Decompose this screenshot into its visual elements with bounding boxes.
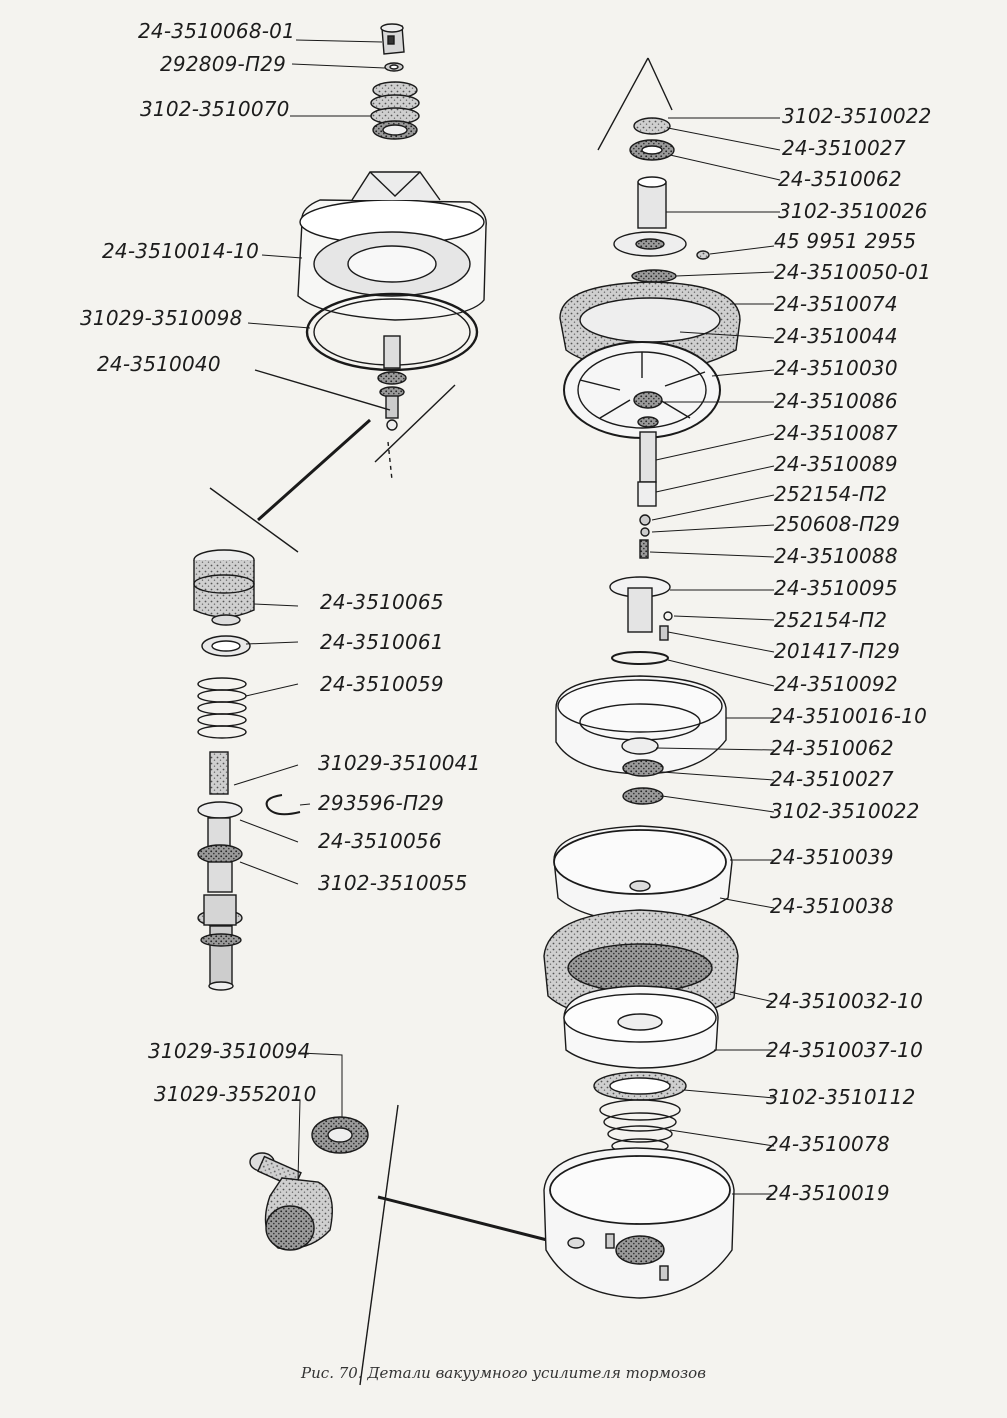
part-label: 24-3510016-10 xyxy=(770,704,928,728)
part-label: 24-3510050-01 xyxy=(774,260,932,284)
part-label: 24-3510039 xyxy=(770,845,894,869)
pointer-line-bottom xyxy=(377,1195,556,1244)
part-label: 252154-П2 xyxy=(774,608,888,632)
assembly-axis-line xyxy=(209,487,299,553)
cover-flange xyxy=(553,825,733,923)
part-label: 3102-3510022 xyxy=(782,104,932,128)
part-label: 24-3510059 xyxy=(320,672,444,696)
part-label: 24-3510056 xyxy=(318,829,442,853)
part-label: 24-3510030 xyxy=(774,356,898,380)
part-label: 3102-3510055 xyxy=(318,871,468,895)
boot-bellows xyxy=(370,81,420,140)
valve-stem xyxy=(377,335,407,431)
figure-caption: Рис. 70. Детали вакуумного усилителя тор… xyxy=(301,1364,706,1382)
part-label: 252154-П2 xyxy=(774,482,888,506)
piston-lower xyxy=(563,985,719,1069)
part-label: 24-3510095 xyxy=(774,576,898,600)
part-label: 3102-3510026 xyxy=(778,199,928,223)
part-label: 3102-3510022 xyxy=(770,799,920,823)
booster-housing xyxy=(543,1147,735,1299)
part-label: 31029-3510098 xyxy=(80,306,243,330)
part-label: 24-3510019 xyxy=(766,1181,890,1205)
seal-lower xyxy=(593,1071,687,1101)
washer-small xyxy=(384,62,404,72)
part-label: 24-3510032-10 xyxy=(766,989,924,1013)
part-label: 31029-3552010 xyxy=(154,1082,317,1106)
return-spring xyxy=(599,1099,681,1154)
part-label: 24-3510078 xyxy=(766,1132,890,1156)
shaft-top xyxy=(613,176,687,257)
part-label: 24-3510044 xyxy=(774,324,898,348)
valve-body xyxy=(193,549,255,618)
part-label: 3102-3510112 xyxy=(766,1085,916,1109)
piston-plate xyxy=(563,341,721,439)
vacuum-fitting xyxy=(249,1152,333,1251)
part-label: 250608-П29 xyxy=(774,512,901,536)
part-label: 24-3510092 xyxy=(774,672,898,696)
gear-lower xyxy=(622,759,664,805)
part-label: 24-3510038 xyxy=(770,894,894,918)
part-label: 24-3510087 xyxy=(774,421,898,445)
cup-washer xyxy=(201,614,251,657)
part-label: 31029-3510041 xyxy=(318,751,481,775)
part-label: 292809-П29 xyxy=(160,52,287,76)
part-label: 24-3510088 xyxy=(774,544,898,568)
part-label: 24-3510074 xyxy=(774,292,898,316)
part-label: 31029-3510094 xyxy=(148,1039,311,1063)
part-label: 201417-П29 xyxy=(774,639,901,663)
fork-part xyxy=(380,23,405,55)
part-label: 24-3510027 xyxy=(782,136,906,160)
part-label: 24-3510061 xyxy=(320,630,444,654)
part-label: 45 9951 2955 xyxy=(774,229,917,253)
part-label: 24-3510014-10 xyxy=(102,239,260,263)
retaining-clip xyxy=(265,794,301,816)
rod-right xyxy=(637,431,657,559)
part-label: 293596-П29 xyxy=(318,791,445,815)
part-label: 24-3510027 xyxy=(770,767,894,791)
part-label: 24-3510040 xyxy=(97,352,221,376)
front-shell xyxy=(555,675,727,775)
part-label: 24-3510062 xyxy=(778,167,902,191)
part-label: 24-3510037-10 xyxy=(766,1038,924,1062)
flange-plate xyxy=(609,576,673,665)
rear-housing xyxy=(297,171,487,321)
part-label: 24-3510086 xyxy=(774,389,898,413)
part-label: 3102-3510070 xyxy=(140,97,290,121)
push-rod xyxy=(197,751,243,991)
gear-top xyxy=(629,117,675,161)
part-label: 24-3510068-01 xyxy=(138,19,296,43)
check-valve-body xyxy=(311,1116,369,1154)
coil-spring xyxy=(197,677,247,739)
part-label: 24-3510089 xyxy=(774,452,898,476)
part-label: 24-3510062 xyxy=(770,736,894,760)
part-label: 24-3510065 xyxy=(320,590,444,614)
leader-lines xyxy=(233,39,781,1195)
